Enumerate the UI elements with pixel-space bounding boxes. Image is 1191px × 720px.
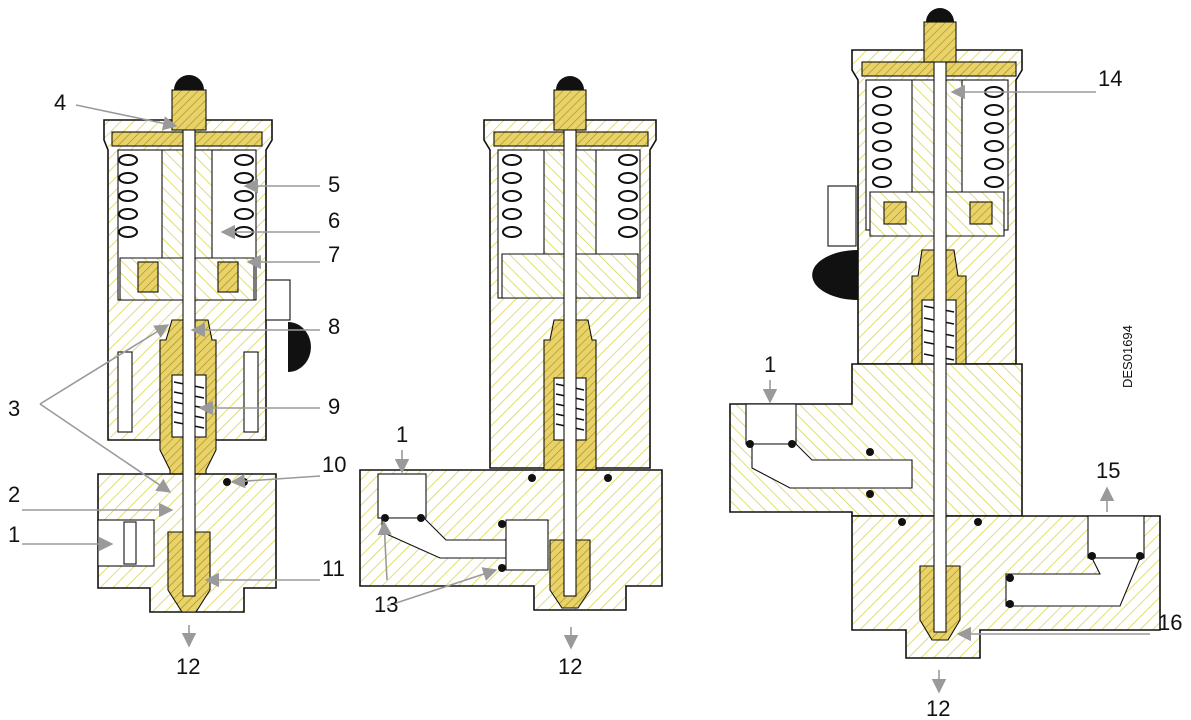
callout-15: 15 [1096,458,1120,483]
callout-16: 16 [1158,610,1182,635]
valve-b-knob [556,76,584,90]
valve-a-side-fitting [265,279,291,321]
valve-b-o-ring [528,474,536,482]
valve-b-o-ring [498,520,506,528]
figure-code: DES01694 [1120,325,1135,388]
valve-c-stem [933,21,947,633]
valve-a-piston-seal-left [137,261,159,293]
callout-11: 11 [322,556,345,581]
valve-c-inlet-port [745,403,797,445]
callout-9: 9 [328,394,340,419]
valve-c-main-spring [872,86,1004,188]
callout-1-valve-a: 1 [8,522,20,547]
valve-c-knob [926,8,954,22]
valve-c-inlet-channel [751,443,913,489]
valve-b-top-nut [553,89,587,131]
valve-c-side-fitting [827,185,857,247]
valve-b-inlet-port [377,473,427,519]
valve-c-o-ring [1136,552,1144,560]
valve-c-o-ring [1088,552,1096,560]
valve-c-top-nut [923,21,957,63]
valve-c-side-knob [812,250,858,300]
valve-c-o-ring [866,490,874,498]
valve-c-o-ring [788,440,796,448]
callout-1-valve-b: 1 [396,422,408,447]
callout-12-valve-b: 12 [558,654,582,679]
valve-a-main-spring [118,154,254,238]
callout-14: 14 [1098,66,1122,91]
valve-b [359,76,663,611]
valve-a-piston-seal-right [217,261,239,293]
valve-a-lower-bore-right [243,351,259,433]
callout-10: 10 [322,452,346,477]
valve-a-inlet-plug [123,521,137,565]
leader-13a [377,520,392,581]
valve-b-o-ring [604,474,612,482]
leader-13b [386,567,498,607]
valve-c-piston-seal-left [883,201,907,225]
callout-4: 4 [54,90,66,115]
valve-b-main-spring [502,154,638,238]
leader-lines [22,84,1150,694]
callout-12-valve-c: 12 [926,696,950,720]
valve-a-top-nut [171,89,207,131]
leader-10 [230,473,321,489]
leader-3a [39,324,170,405]
valve-a-side-knob [288,322,311,372]
leader-4 [75,104,178,131]
valve-c-o-ring [898,518,906,526]
valve-a-stem [182,95,196,597]
valve-c-o-ring [1006,600,1014,608]
valve-b-o-ring [381,514,389,522]
callout-6: 6 [328,208,340,233]
valve-c-o-ring [866,448,874,456]
callout-12-valve-a: 12 [176,654,200,679]
callout-8: 8 [328,314,340,339]
callout-2: 2 [8,482,20,507]
valve-c-o-ring [974,518,982,526]
callout-labels: 4 5 6 7 8 3 9 10 2 1 11 12 1 13 12 14 1 … [8,66,1182,720]
valve-a-knob [174,75,204,90]
callout-7: 7 [328,242,340,267]
callout-5: 5 [328,172,340,197]
valve-a-o-ring [223,478,231,486]
valve-b-stem [563,95,577,597]
valve-a-lower-bore [117,351,133,433]
valve-c [729,8,1161,659]
valve-c-piston-seal-right [969,201,993,225]
valve-b-o-ring [417,514,425,522]
valve-a [97,75,311,613]
leader-3b [39,403,172,493]
valve-b-cross-bore [505,519,549,571]
callout-1-valve-c: 1 [764,352,776,377]
valve-c-o-ring [1006,574,1014,582]
valve-b-o-ring [498,564,506,572]
callout-13: 13 [374,592,398,617]
valve-c-outlet-port [1087,515,1145,559]
callout-3: 3 [8,396,20,421]
valve-c-o-ring [746,440,754,448]
